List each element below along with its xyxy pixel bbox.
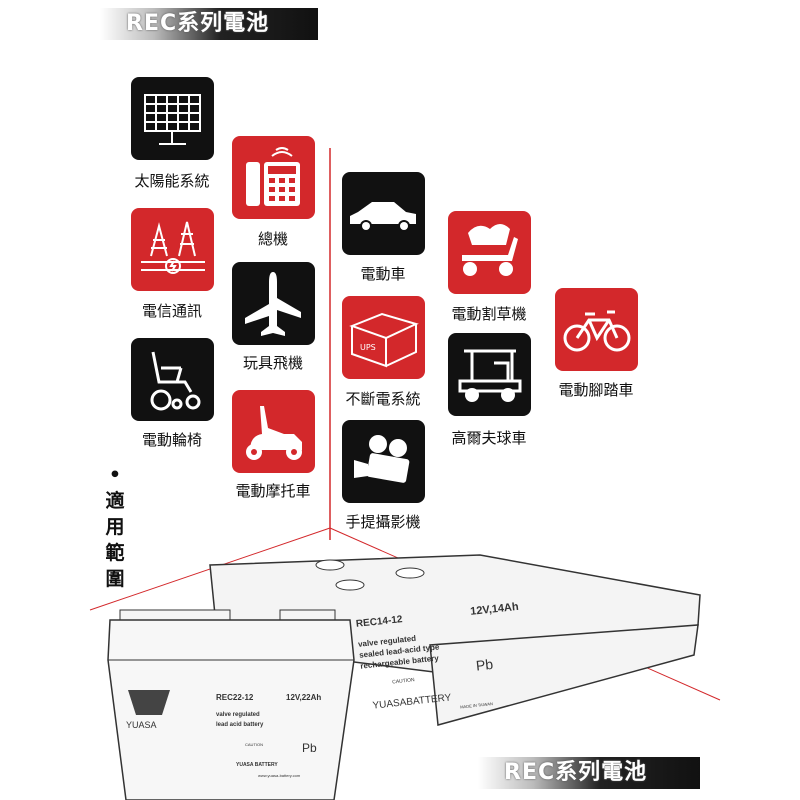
front-desc1: valve regulated [216, 712, 260, 718]
telecom-tower-icon [131, 208, 214, 291]
applications-heading: •適用範圍 [105, 464, 125, 590]
front-caution: CAUTION [245, 742, 263, 747]
back-made: MADE IN TAIWAN [460, 701, 493, 709]
label-camera: 手提攝影機 [345, 513, 421, 531]
label-airplane: 玩具飛機 [242, 354, 304, 372]
front-web: www.yuasa-battery.com [258, 773, 301, 778]
back-pb: Pb [475, 656, 494, 674]
label-lawn-mower: 電動割草機 [451, 305, 527, 323]
label-car: 電動車 [360, 265, 406, 283]
solar-panel-icon [131, 77, 214, 160]
front-desc2: lead acid battery [216, 722, 264, 728]
banner-top: REC系列電池 [100, 8, 318, 40]
wheelchair-icon [131, 338, 214, 421]
bicycle-icon [555, 288, 638, 371]
car-icon [342, 172, 425, 255]
golf-cart-icon [448, 333, 531, 416]
svg-text:YUASA: YUASA [126, 720, 157, 730]
battery-rec22-12: YUASA REC22-12 12V,22Ah valve regulated … [107, 609, 355, 800]
video-camera-icon [342, 420, 425, 503]
back-model: REC14-12 [355, 614, 403, 630]
front-footer: YUASA BATTERY [236, 762, 278, 768]
telephone-icon [232, 136, 315, 219]
scooter-icon [232, 390, 315, 473]
label-wheelchair: 電動輪椅 [141, 431, 203, 449]
banner-bottom: REC系列電池 [478, 757, 700, 789]
airplane-icon [232, 262, 315, 345]
label-golf-cart: 高爾夫球車 [451, 429, 527, 447]
ups-box-icon: UPS [342, 296, 425, 379]
yuasa-logo: YUASA [126, 690, 170, 730]
label-telecom: 電信通訊 [141, 302, 203, 320]
label-telephone: 總機 [257, 230, 289, 248]
front-rating: 12V,22Ah [286, 693, 321, 702]
label-solar: 太陽能系統 [134, 172, 210, 190]
front-pb: Pb [302, 741, 317, 755]
lawn-mower-icon [448, 211, 531, 294]
front-model: REC22-12 [216, 693, 254, 702]
label-scooter: 電動摩托車 [235, 482, 311, 500]
label-bicycle: 電動腳踏車 [558, 381, 634, 399]
back-caution: CAUTION [392, 677, 415, 685]
svg-text:UPS: UPS [360, 343, 376, 352]
back-rating: 12V,14Ah [470, 601, 520, 618]
label-ups: 不斷電系統 [345, 390, 421, 408]
